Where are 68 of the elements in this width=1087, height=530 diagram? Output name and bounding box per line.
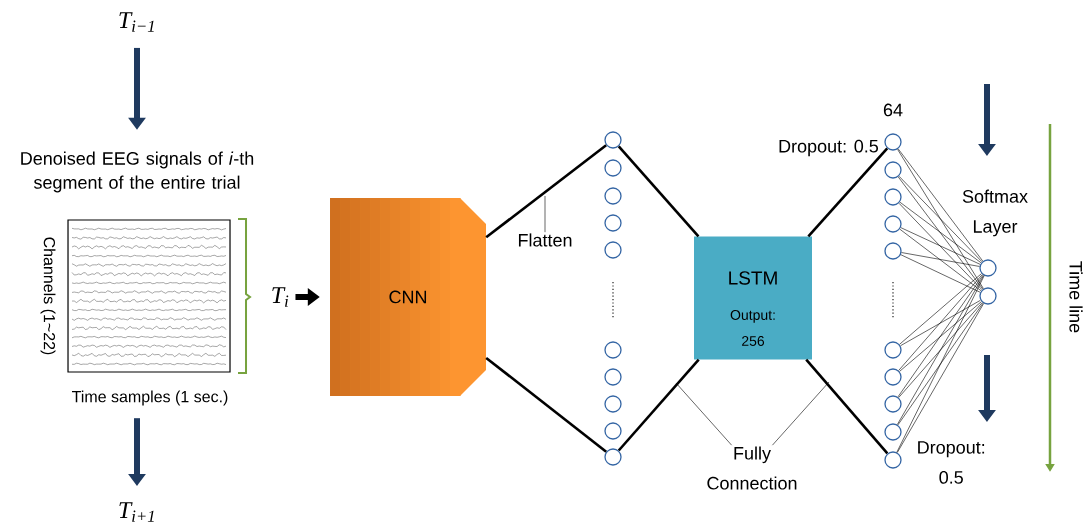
neuron-circle [604,448,622,466]
connection-line [897,274,984,398]
connection-line [617,358,700,452]
neuron-circle [604,214,622,232]
neuron-circle [884,133,902,151]
neuron-circle [604,187,622,205]
neuron-circle [884,188,902,206]
cnn-block: CNN [330,198,486,396]
connection-line [897,148,984,262]
neuron-circle [884,242,902,260]
neuron-circle [884,341,902,359]
neuron-circle [884,368,902,386]
neuron-circle [604,159,622,177]
axis-label: Time line [1069,261,1083,333]
connection-line [898,175,983,263]
neuron-circle [884,451,902,469]
neuron-circle [884,423,902,441]
connection-line [485,356,607,453]
neuron-circle [604,131,622,149]
connection-line [900,227,981,265]
time-step-label: T$_{i}$ [272,287,289,307]
connection-line [897,303,984,453]
connection-line [897,176,984,290]
connection-line [899,273,982,345]
connection-line [899,301,982,372]
neuron-circle [979,287,997,305]
connection-line [899,228,982,292]
neuron-circle [884,161,902,179]
axis-label: Time samples (1 sec.) [72,390,228,406]
connection-line [900,254,981,293]
layer-label: Flatten [518,233,572,247]
leader-line [772,381,830,446]
connection-line [897,149,984,289]
heading: Denoised EEG signals of i-th segment of the entire trial [21,151,254,193]
connection-line [805,358,889,455]
leader-line [544,195,546,233]
neuron-circle [604,368,622,386]
connection-line [896,275,985,453]
connection-line [900,299,981,347]
connection-line [898,274,983,371]
neuron-circle [604,341,622,359]
leader-line [675,382,732,446]
block-title: LSTM [729,271,777,285]
connection-line [898,202,983,291]
connection-line [485,144,607,239]
connection-line [897,275,984,425]
time-step-label: T$_{i−1}$ [119,12,154,32]
time-step-label: T$_{i+1}$ [119,502,154,522]
layer-label: Softmax Layer [962,189,1028,237]
axis-label: Channels (1~22) [40,237,56,355]
neuron-circle [884,215,902,233]
layer-label: Fully Connection [707,446,797,490]
layer-size-label: 64 [883,103,903,117]
neuron-circle [604,395,622,413]
neuron-circle [979,259,997,277]
block-note: Output: 256 [730,310,775,346]
connection-line [807,147,889,238]
connection-line [897,302,984,426]
connection-line [898,302,983,398]
neuron-circle [604,241,622,259]
connection-line [901,252,980,267]
connection-line [899,201,982,264]
neuron-circle [884,395,902,413]
node-label: CNN [389,290,427,304]
dropout-label: Dropout: 0.5 [918,441,985,484]
neuron-circle [604,422,622,440]
dropout-label: Dropout: 0.5 [779,139,879,157]
connection-line [617,145,700,238]
